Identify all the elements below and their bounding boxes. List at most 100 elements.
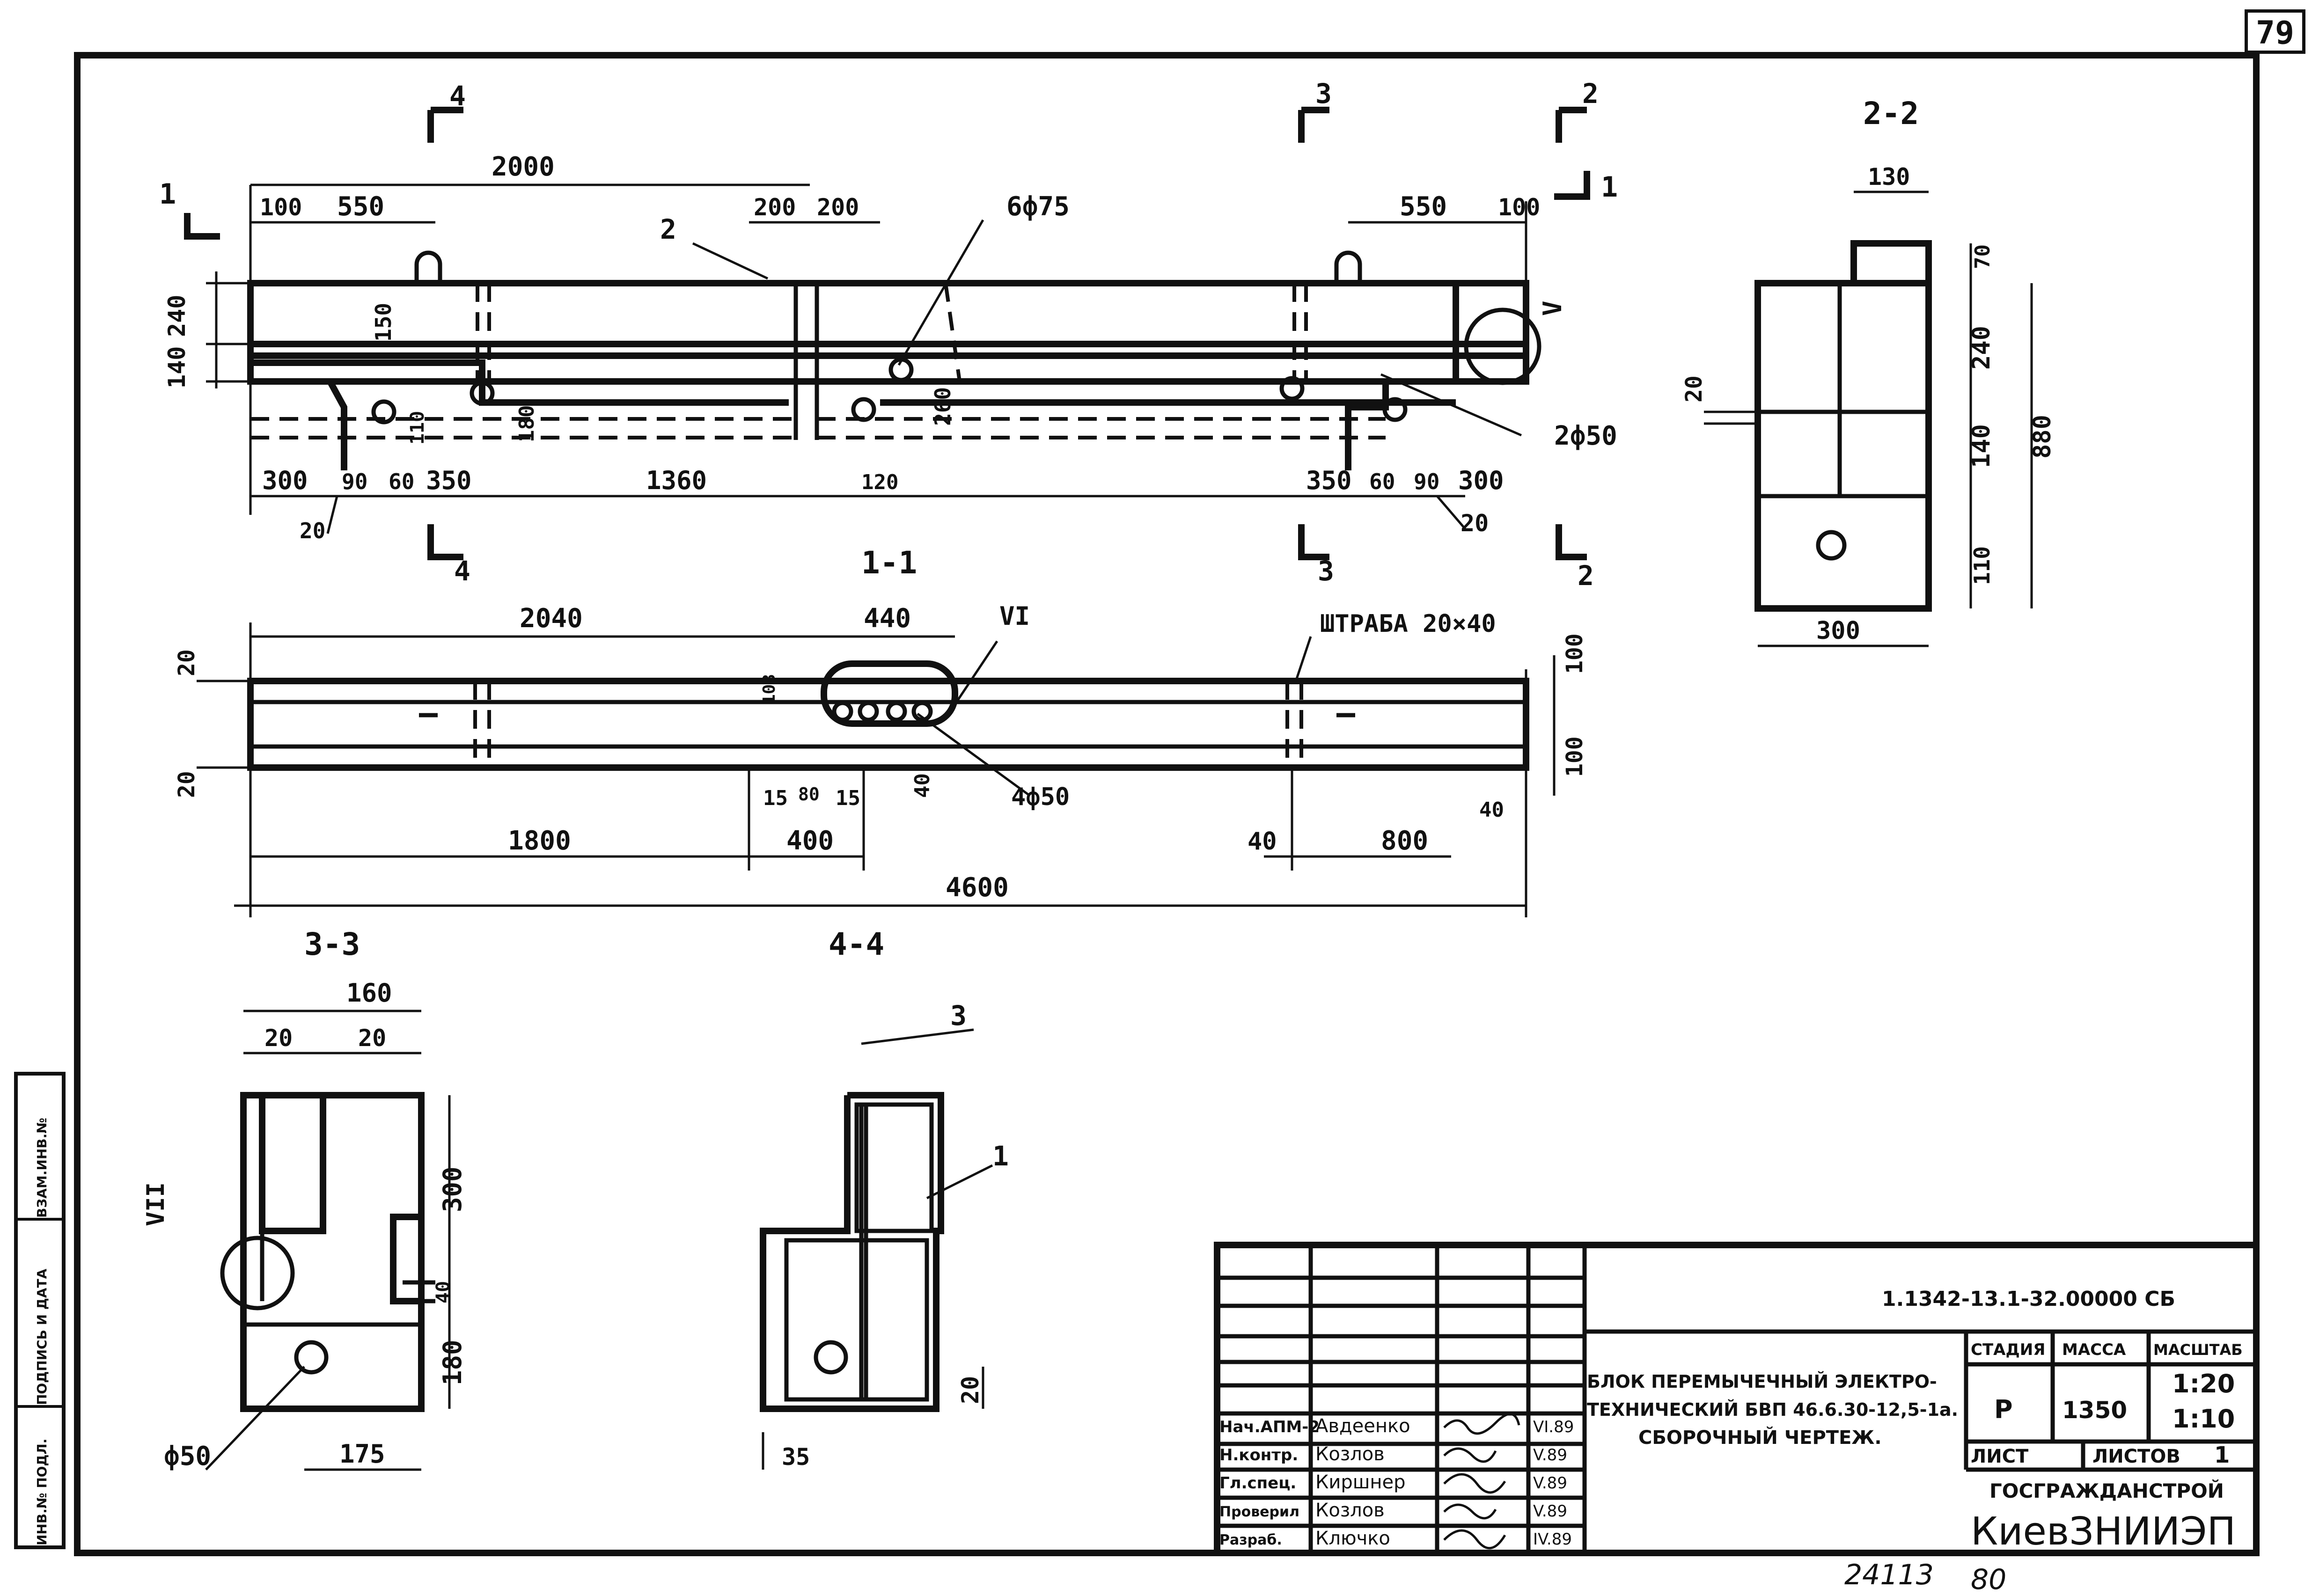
dim-15-b: 15 [836, 786, 860, 810]
dim-440: 440 [864, 603, 911, 634]
dim-240: 240 [163, 295, 191, 337]
dim-300-right: 300 [1458, 466, 1504, 495]
name-1: Авдеенко [1315, 1415, 1410, 1437]
cut-label-4-top: 4 [449, 80, 466, 112]
role-3: Гл.спец. [1219, 1474, 1296, 1493]
dim-550-left: 550 [337, 191, 384, 222]
dim-22-70: 70 [1971, 244, 1995, 269]
dim-260: 260 [930, 387, 955, 426]
org-name-1: ГОСГРАЖДАНСТРОЙ [1989, 1479, 2224, 1502]
date-4: V.89 [1533, 1502, 1567, 1521]
title-section-4-4: 4-4 [829, 926, 884, 962]
name-2: Козлов [1315, 1443, 1385, 1465]
dim-350-left: 350 [426, 466, 472, 495]
dim-110: 110 [407, 411, 428, 445]
sidebar-cell-signature: ПОДПИСЬ И ДАТА [18, 1221, 62, 1408]
sheet-number: 79 [2245, 9, 2305, 54]
label-shtraba: ШТРАБА 20×40 [1320, 610, 1496, 638]
value-stage: Р [1994, 1395, 2013, 1424]
header-mass: МАССА [2062, 1340, 2126, 1359]
title-block [1214, 1242, 2260, 1556]
dim-22-20: 20 [1681, 375, 1707, 403]
dim-22-880: 880 [2028, 415, 2056, 459]
detail-VI: VI [999, 601, 1030, 631]
header-scale: МАСШТАБ [2153, 1341, 2243, 1359]
role-5: Разраб. [1219, 1532, 1282, 1548]
sidebar-text-original: ИНВ.№ ПОДЛ. [34, 1438, 50, 1545]
dim-180: 180 [515, 405, 539, 442]
cut-label-2-top: 2 [1582, 78, 1599, 110]
sidebar-cell-replace: ВЗАМ.ИНВ.№ [18, 1076, 62, 1221]
cut-label-1-right: 1 [1601, 171, 1618, 204]
position-3: 3 [950, 1000, 967, 1032]
dim-100-top: 100 [1562, 633, 1588, 674]
dim-33-160: 160 [346, 978, 392, 1008]
dim-4f50: 4ф50 [1011, 783, 1070, 811]
detail-VII: VII [142, 1182, 170, 1226]
drawing-frame [74, 52, 2260, 1556]
dim-22-110: 110 [1969, 546, 1995, 585]
date-1: VI.89 [1533, 1418, 1574, 1436]
bottom-number-right: 80 [1971, 1563, 2007, 1596]
value-scale-1: 1:20 [2172, 1369, 2235, 1398]
cut-label-4-bottom: 4 [454, 555, 470, 587]
dim-22-130: 130 [1868, 163, 1910, 190]
dim-20-top: 20 [174, 649, 200, 676]
dim-33-175: 175 [339, 1439, 385, 1469]
position-1: 1 [992, 1140, 1009, 1172]
view-elevation [184, 107, 1590, 560]
role-1: Нач.АПМ-2 [1219, 1418, 1320, 1436]
label-sheet: ЛИСТ [1971, 1446, 2029, 1467]
dim-33-20-right: 20 [358, 1025, 386, 1052]
dim-40-b: 40 [1479, 798, 1504, 822]
dim-22-140: 140 [1967, 424, 1996, 468]
dim-33-180: 180 [438, 1340, 467, 1385]
name-5: Ключко [1315, 1528, 1390, 1549]
doc-desc-2: ТЕХНИЧЕСКИЙ БВП 46.6.30-12,5-1а. [1587, 1399, 1958, 1420]
dim-550-right: 550 [1400, 191, 1447, 222]
dim-103: 103 [760, 674, 779, 704]
dim-800: 800 [1381, 826, 1428, 856]
signature-rows: Нач.АПМ-2 Авдеенко VI.89 Н.контр. Козлов… [1219, 1413, 1574, 1550]
date-2: V.89 [1533, 1446, 1567, 1464]
dim-100-left: 100 [260, 194, 302, 221]
dim-44-20: 20 [957, 1376, 984, 1404]
doc-code: 1.1342-13.1-32.00000 СБ [1882, 1287, 2175, 1311]
dim-20-bottom: 20 [174, 771, 200, 798]
dim-2000: 2000 [492, 152, 555, 182]
signature-marks [1443, 1413, 1520, 1550]
doc-desc-3: СБОРОЧНЫЙ ЧЕРТЕЖ. [1638, 1426, 1882, 1449]
sidebar-text-replace: ВЗАМ.ИНВ.№ [34, 1118, 50, 1218]
dim-100-right: 100 [1498, 194, 1540, 221]
value-scale-2: 1:10 [2172, 1404, 2235, 1434]
view-plan-1-1 [197, 622, 1556, 917]
dim-22-300: 300 [1816, 617, 1860, 645]
position-2: 2 [660, 213, 676, 245]
cut-label-1-left: 1 [159, 178, 176, 211]
dim-200-b: 200 [817, 194, 859, 221]
value-sheets: 1 [2214, 1442, 2230, 1468]
dim-120: 120 [861, 470, 898, 494]
title-section-3-3: 3-3 [304, 926, 360, 962]
title-section-2-2: 2-2 [1863, 95, 1919, 132]
dim-400: 400 [786, 826, 834, 856]
view-section-2-2 [1704, 190, 2033, 647]
dim-4600: 4600 [946, 872, 1009, 903]
label-sheets: ЛИСТОВ [2092, 1446, 2180, 1467]
dim-100-bottom: 100 [1562, 736, 1588, 777]
dim-2f50: 2ф50 [1554, 421, 1617, 451]
dim-20-left: 20 [300, 518, 325, 543]
date-3: V.89 [1533, 1474, 1567, 1493]
sidebar-cell-original: ИНВ.№ ПОДЛ. [18, 1408, 62, 1545]
dim-44-35: 35 [782, 1443, 810, 1471]
dim-200-a: 200 [754, 194, 796, 221]
dim-2040: 2040 [520, 603, 583, 634]
header-stage: СТАДИЯ [1971, 1340, 2045, 1359]
dim-350-right: 350 [1306, 466, 1352, 495]
dim-80: 80 [798, 784, 820, 805]
dim-1360: 1360 [646, 466, 707, 495]
dim-90-left: 90 [342, 469, 367, 494]
view-section-4-4 [760, 1028, 993, 1470]
sidebar-text-signature: ПОДПИСЬ И ДАТА [34, 1268, 50, 1405]
view-section-3-3 [205, 1010, 451, 1471]
